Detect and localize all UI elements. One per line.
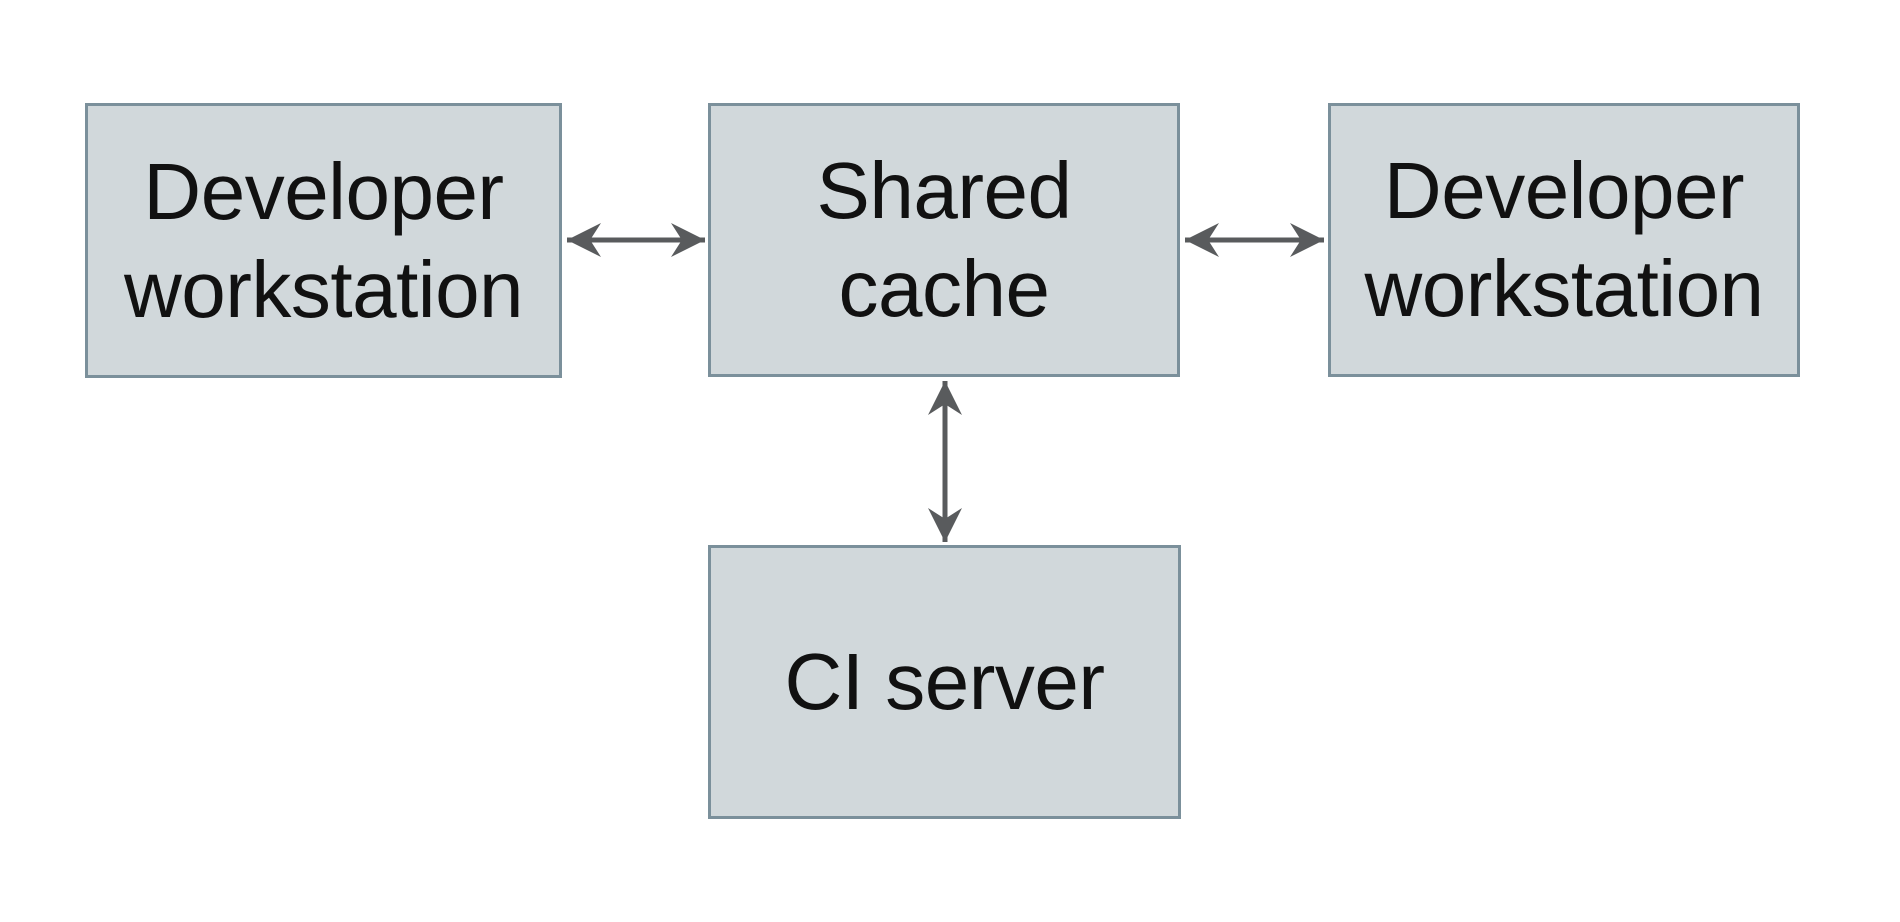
node-label-line: Developer	[143, 146, 504, 236]
node-label-line: workstation	[123, 244, 524, 334]
node-label-line: Shared	[816, 146, 1072, 236]
node-developer-workstation-left: Developer workstation	[85, 103, 562, 378]
node-developer-workstation-right: Developer workstation	[1328, 103, 1800, 377]
node-label-line: CI server	[784, 637, 1106, 727]
node-shared-cache: Shared cache	[708, 103, 1180, 377]
node-ci-server: CI server	[708, 545, 1181, 819]
node-label-line: cache	[838, 244, 1050, 333]
node-label-line: Developer	[1383, 146, 1745, 236]
node-label-line: workstation	[1364, 244, 1764, 333]
